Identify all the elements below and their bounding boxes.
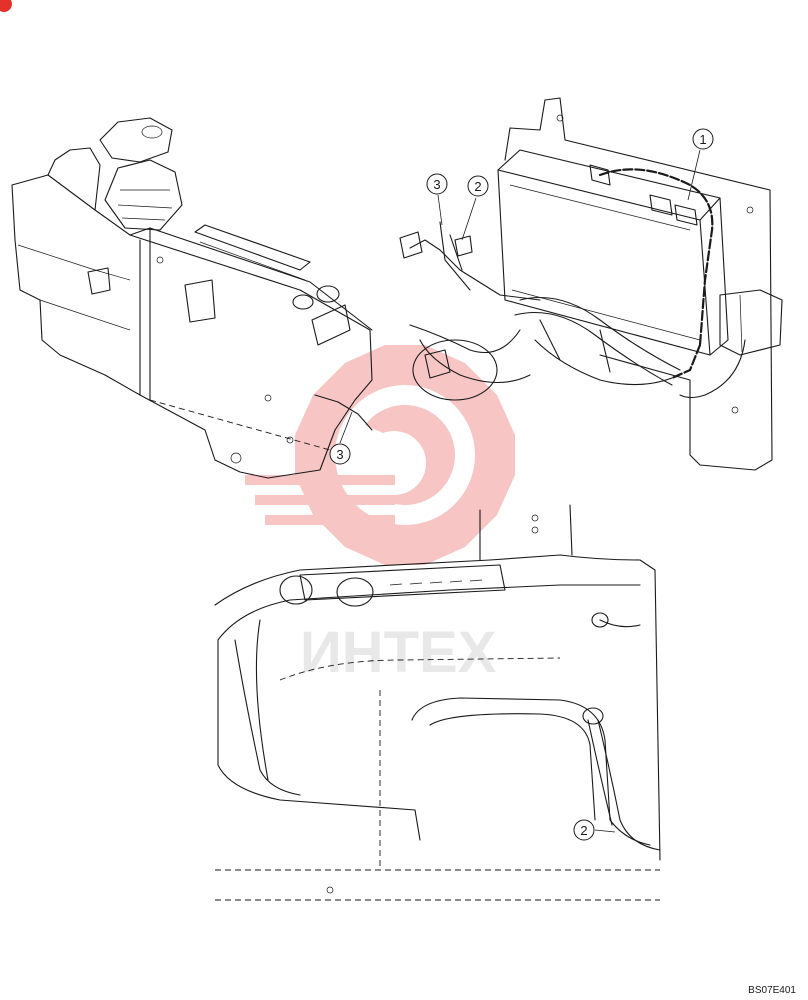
callout-3-upper: 3 xyxy=(426,173,448,226)
callout-1-harness: 1 xyxy=(687,128,714,201)
svg-text:2: 2 xyxy=(580,823,587,838)
operator-console xyxy=(11,117,373,479)
svg-text:3: 3 xyxy=(336,447,343,462)
svg-text:3: 3 xyxy=(433,177,440,192)
callout-3-console: 3 xyxy=(329,411,353,465)
watermark-logo: ИНТЕХ xyxy=(245,345,515,685)
figure-code: BS07E401 xyxy=(748,985,796,996)
corner-mark xyxy=(0,0,12,12)
svg-text:1: 1 xyxy=(699,132,706,147)
cab-floor-frame xyxy=(214,504,661,901)
callout-2-lower: 2 xyxy=(573,819,616,841)
callout-2-upper: 2 xyxy=(461,175,489,241)
watermark-text: ИНТЕХ xyxy=(300,620,497,685)
controller-bracket xyxy=(399,97,783,471)
svg-text:2: 2 xyxy=(474,179,481,194)
